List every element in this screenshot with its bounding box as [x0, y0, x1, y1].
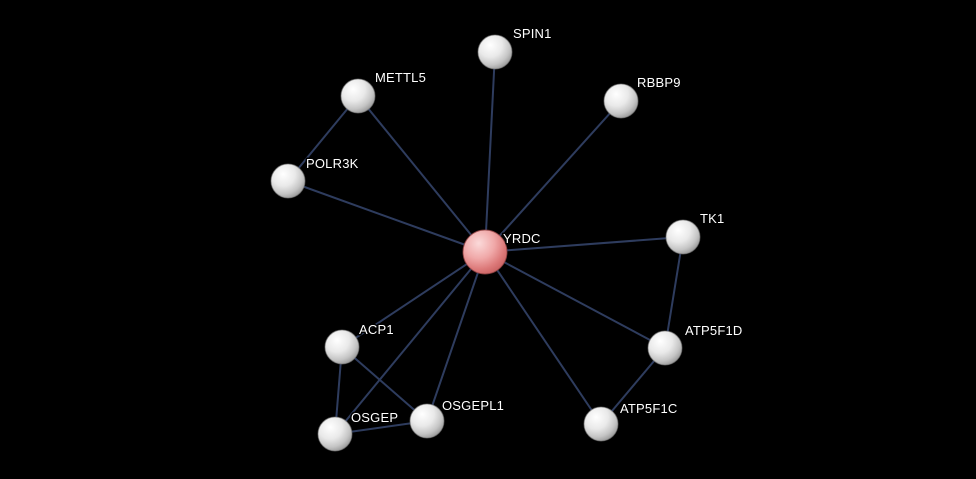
label-TK1: TK1	[700, 211, 724, 226]
edge-YRDC-SPIN1[interactable]	[484, 51, 496, 253]
node-OSGEPL1[interactable]	[409, 403, 445, 439]
edge-YRDC-OSGEPL1[interactable]	[426, 251, 486, 422]
edge-METTL5-POLR3K[interactable]	[287, 95, 359, 182]
node-TK1[interactable]	[665, 219, 701, 255]
label-OSGEP: OSGEP	[351, 410, 398, 425]
edge-YRDC-RBBP9[interactable]	[484, 100, 622, 253]
edge-YRDC-METTL5[interactable]	[357, 95, 486, 253]
label-ACP1: ACP1	[359, 322, 394, 337]
label-ATP5F1C: ATP5F1C	[620, 401, 678, 416]
label-POLR3K: POLR3K	[306, 156, 359, 171]
edge-YRDC-TK1[interactable]	[484, 236, 684, 253]
edge-TK1-ATP5F1D[interactable]	[664, 236, 684, 349]
label-YRDC: YRDC	[503, 231, 541, 246]
node-POLR3K[interactable]	[270, 163, 306, 199]
node-ACP1[interactable]	[324, 329, 360, 365]
node-METTL5[interactable]	[340, 78, 376, 114]
edge-YRDC-POLR3K[interactable]	[287, 180, 486, 253]
edge-YRDC-OSGEP[interactable]	[334, 251, 486, 435]
node-ATP5F1D[interactable]	[647, 330, 683, 366]
edge-YRDC-ATP5F1D[interactable]	[484, 251, 666, 349]
node-SPIN1[interactable]	[477, 34, 513, 70]
label-SPIN1: SPIN1	[513, 26, 552, 41]
node-OSGEP[interactable]	[317, 416, 353, 452]
node-YRDC[interactable]	[462, 229, 508, 275]
edge-YRDC-ATP5F1C[interactable]	[484, 251, 602, 425]
edge-YRDC-ACP1[interactable]	[341, 251, 486, 348]
label-ATP5F1D: ATP5F1D	[685, 323, 743, 338]
edge-ACP1-OSGEPL1[interactable]	[341, 346, 428, 422]
node-RBBP9[interactable]	[603, 83, 639, 119]
label-RBBP9: RBBP9	[637, 75, 681, 90]
label-OSGEPL1: OSGEPL1	[442, 398, 504, 413]
nodes-layer	[270, 34, 701, 452]
node-ATP5F1C[interactable]	[583, 406, 619, 442]
label-METTL5: METTL5	[375, 70, 426, 85]
